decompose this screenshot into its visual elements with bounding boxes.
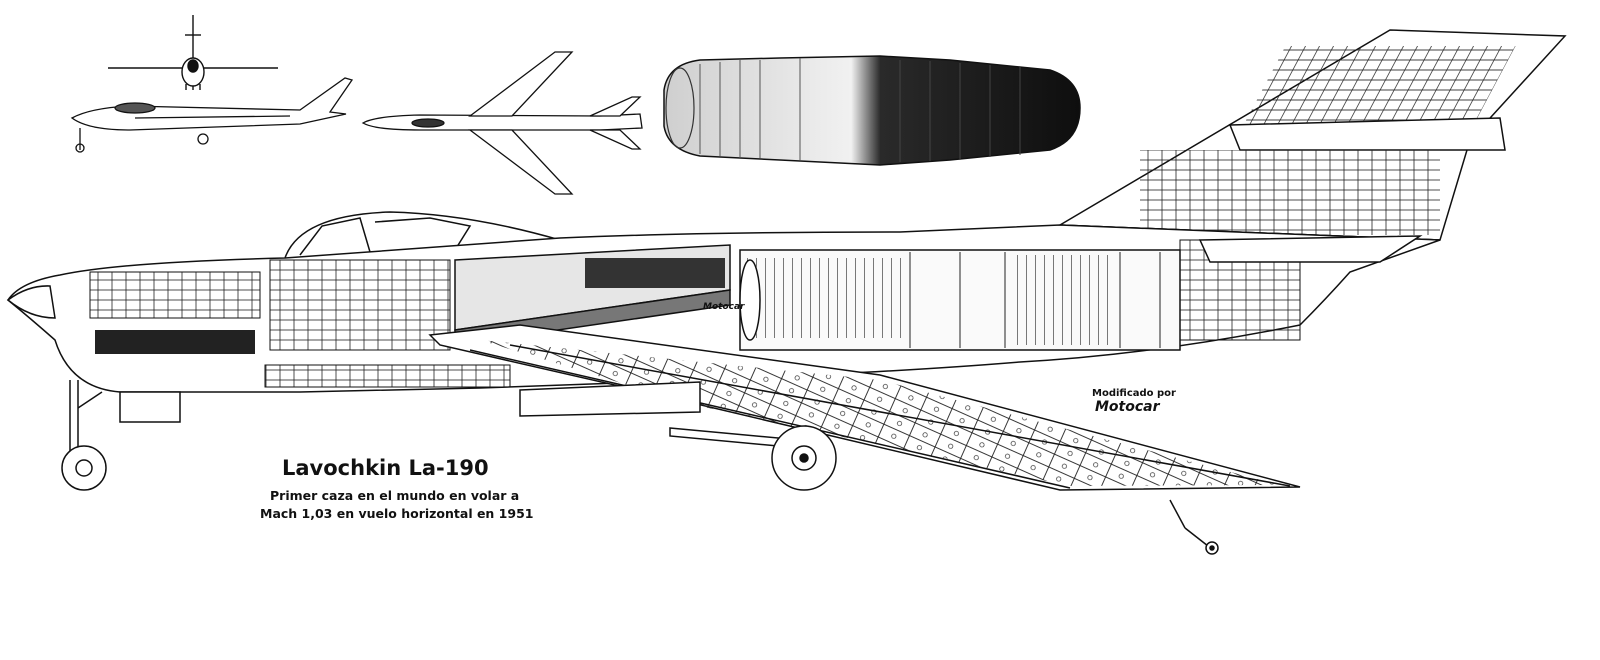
- caption-line-1: Primer caza en el mundo en volar a: [270, 488, 520, 503]
- side-view-drawing: [70, 77, 354, 153]
- credit-prefix: Modificado por: [1092, 388, 1176, 399]
- top-view-drawing: [361, 51, 643, 195]
- cutaway-aircraft: [6, 29, 1567, 555]
- canopy: [284, 211, 561, 259]
- tail-skid: [1169, 499, 1219, 555]
- credit-name: Motocar: [1095, 399, 1160, 415]
- main-landing-gear: [669, 425, 837, 491]
- engine-illustration: [663, 55, 1081, 166]
- caption-line-2: Mach 1,03 en vuelo horizontal en 1951: [260, 506, 534, 521]
- front-view-drawing: [108, 15, 278, 90]
- nose-landing-gear: [61, 380, 107, 491]
- fuselage-watermark: Motocar: [703, 302, 745, 312]
- aircraft-title: Lavochkin La-190: [282, 456, 489, 480]
